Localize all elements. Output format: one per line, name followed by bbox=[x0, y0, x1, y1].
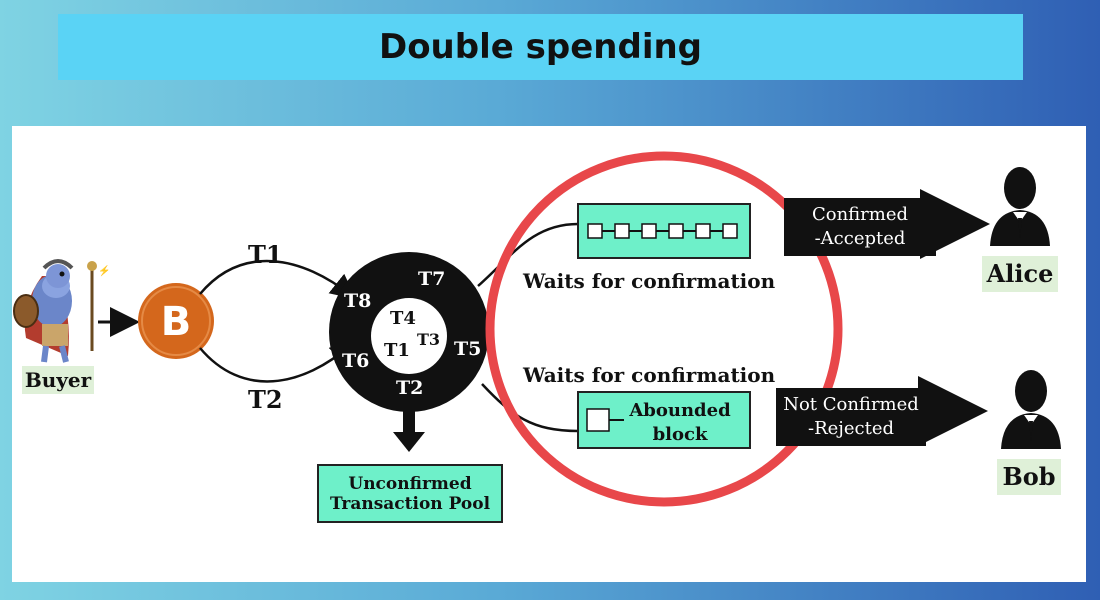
highlight-circle bbox=[485, 151, 843, 507]
t2-label: T2 bbox=[248, 385, 283, 414]
status-bottom-line1: Not Confirmed bbox=[783, 393, 919, 415]
pool-down-arrow-shaft bbox=[403, 406, 415, 434]
bitcoin-icon: B bbox=[138, 283, 214, 359]
pool-box-line1: Unconfirmed bbox=[348, 473, 472, 494]
abandoned-block-line2: block bbox=[653, 424, 708, 445]
page-title: Double spending bbox=[378, 27, 703, 67]
ring-label-t5: T5 bbox=[454, 338, 481, 360]
ring-label-t1: T1 bbox=[384, 340, 410, 361]
status-top-line1: Confirmed bbox=[811, 203, 909, 225]
unconfirmed-pool-box: Unconfirmed Transaction Pool bbox=[317, 464, 503, 523]
confirmed-chain-block bbox=[577, 203, 751, 259]
upper-branch-line bbox=[477, 222, 579, 287]
t1-arrow bbox=[199, 259, 356, 300]
diagram-canvas: ⚡ B T1 T2 T7 T8 T6 T5 T2 T4 T3 T1 bbox=[13, 151, 1061, 507]
buyer-label: Buyer bbox=[22, 366, 94, 394]
ring-label-t6: T6 bbox=[342, 350, 369, 372]
diagram-panel: ⚡ B T1 T2 T7 T8 T6 T5 T2 T4 T3 T1 bbox=[12, 126, 1086, 582]
lower-branch-line bbox=[481, 383, 579, 433]
transaction-pool-ring: T7 T8 T6 T5 T2 T4 T3 T1 bbox=[329, 252, 489, 412]
ring-label-t7: T7 bbox=[418, 268, 445, 290]
pool-box-line2: Transaction Pool bbox=[329, 493, 491, 514]
svg-text:⚡: ⚡ bbox=[98, 264, 110, 277]
bob-label: Bob bbox=[997, 459, 1061, 495]
ring-label-t8: T8 bbox=[344, 290, 371, 312]
t2-arrow bbox=[199, 340, 356, 383]
t1-label: T1 bbox=[248, 240, 283, 269]
abandoned-block: Abounded block bbox=[577, 391, 751, 449]
abandoned-block-line1: Abounded bbox=[628, 400, 731, 421]
wait-label-bottom: Waits for confirmation bbox=[522, 363, 776, 387]
warrior-figure-icon: ⚡ bbox=[13, 259, 110, 363]
alice-label: Alice bbox=[982, 256, 1058, 292]
pool-down-arrow-head bbox=[393, 432, 425, 452]
person-icon bbox=[990, 167, 1050, 246]
ring-label-t4: T4 bbox=[390, 308, 416, 329]
status-confirmed-box: Confirmed -Accepted bbox=[784, 198, 936, 256]
person-icon bbox=[1001, 370, 1061, 449]
status-top-line2: -Accepted bbox=[814, 228, 906, 249]
ring-label-t2: T2 bbox=[396, 377, 423, 399]
title-banner: Double spending bbox=[58, 14, 1023, 80]
status-bottom-line2: -Rejected bbox=[807, 418, 894, 439]
wait-label-top: Waits for confirmation bbox=[522, 269, 776, 293]
status-rejected-box: Not Confirmed -Rejected bbox=[776, 388, 926, 446]
ring-label-t3: T3 bbox=[417, 330, 440, 349]
coin-symbol: B bbox=[161, 299, 192, 345]
